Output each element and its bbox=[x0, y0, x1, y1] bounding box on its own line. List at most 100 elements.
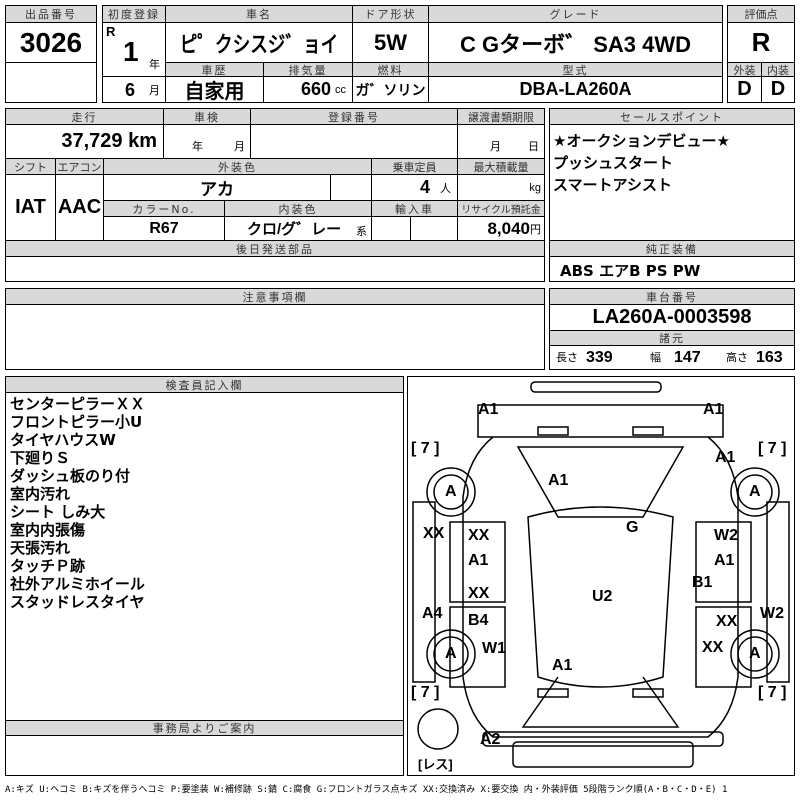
inspector-item: 室内内張傷 bbox=[10, 521, 86, 539]
inspector-item: シート しみ大 bbox=[10, 503, 106, 521]
int-color-cell: クロ/グ゛レー系 bbox=[224, 216, 372, 241]
damage-mark: W2 bbox=[760, 605, 784, 622]
inspector-item: フロントピラー小U bbox=[10, 413, 143, 431]
chassis-value: LA260A-0003598 bbox=[549, 304, 795, 331]
ext-score: D bbox=[727, 76, 762, 103]
score-value: R bbox=[727, 22, 795, 63]
max-load-cell: kg bbox=[457, 174, 545, 201]
sales-item: プッシュスタート bbox=[553, 154, 674, 172]
car-diagram: A1 A1 A1 A A A1 G XX XX W2 A1 A1 B1 XX U… bbox=[407, 376, 795, 776]
damage-mark: A1 bbox=[715, 449, 736, 466]
fuel-value: ガ゛ソリン bbox=[352, 76, 429, 103]
door-label: ドア形状 bbox=[352, 5, 429, 23]
transfer-month-unit: 月 bbox=[490, 141, 501, 153]
ac-label: エアコン bbox=[55, 158, 104, 175]
grade-value: C Gターボ゛ SA3 4WD bbox=[428, 22, 723, 63]
ac-value: AAC bbox=[55, 174, 104, 241]
import-cell-2 bbox=[410, 216, 458, 241]
history-value: 自家用 bbox=[165, 76, 264, 103]
damage-mark: A bbox=[749, 645, 761, 662]
lot-label: 出品番号 bbox=[5, 5, 97, 23]
office-label: 事務局よりご案内 bbox=[5, 720, 404, 736]
transfer-label: 譲渡書類期限 bbox=[457, 108, 545, 125]
int-color-label: 内装色 bbox=[224, 200, 372, 217]
insp-month-unit: 月 bbox=[234, 141, 245, 153]
office-body bbox=[5, 735, 404, 776]
era: R bbox=[106, 24, 116, 39]
later-parts-label: 後日発送部品 bbox=[5, 240, 545, 257]
yen-unit: 円 bbox=[530, 223, 541, 236]
height-value: 163 bbox=[756, 349, 783, 366]
first-reg-month-cell: 6 月 bbox=[102, 76, 166, 103]
reg-year: 1 bbox=[123, 36, 139, 67]
damage-mark: A1 bbox=[552, 657, 573, 674]
damage-mark: B1 bbox=[692, 574, 713, 591]
year-unit: 年 bbox=[149, 59, 160, 71]
recycle-value: 8,040 bbox=[487, 218, 530, 238]
damage-mark: A bbox=[445, 483, 457, 500]
mileage-label: 走行 bbox=[5, 108, 164, 125]
insp-year-unit: 年 bbox=[192, 141, 203, 153]
damage-mark: XX bbox=[468, 585, 490, 602]
recycle-label: リサイクル預託金 bbox=[457, 200, 545, 217]
car-name-label: 車名 bbox=[165, 5, 353, 23]
transfer-cell: 月日 bbox=[457, 124, 545, 159]
damage-mark: A2 bbox=[480, 731, 501, 748]
door-value: 5W bbox=[352, 22, 429, 63]
max-load-label: 最大積載量 bbox=[457, 158, 545, 175]
width-label: 幅 bbox=[650, 352, 661, 364]
car-name: ピ゜クシスジ゛ョイ bbox=[179, 31, 339, 57]
sales-item: ★オークションデビュー★ bbox=[553, 132, 730, 150]
color-no-value: R67 bbox=[103, 216, 225, 241]
month-unit: 月 bbox=[149, 85, 160, 97]
model-value: DBA-LA260A bbox=[428, 76, 723, 103]
int-color-value: クロ/グ゛レー bbox=[247, 221, 342, 238]
damage-mark: XX bbox=[702, 639, 724, 656]
notes-label: 注意事項欄 bbox=[5, 288, 545, 305]
ext-color-extra bbox=[330, 174, 372, 201]
inspector-label: 検査員記入欄 bbox=[5, 376, 404, 393]
inspector-item: 室内汚れ bbox=[10, 485, 71, 503]
first-reg-label: 初度登録 bbox=[102, 5, 166, 23]
legend: A:キズ U:ヘコミ B:キズを伴うヘコミ P:要塗装 W:補修跡 S:錆 C:… bbox=[5, 785, 728, 795]
length-label: 長さ bbox=[556, 352, 578, 364]
ext-color-label: 外装色 bbox=[103, 158, 372, 175]
score-label: 評価点 bbox=[727, 5, 795, 23]
damage-mark: A1 bbox=[714, 552, 735, 569]
shift-value: IAT bbox=[5, 174, 56, 241]
specs-cell: 長さ 339 幅 147 高さ 163 bbox=[549, 345, 795, 370]
chassis-label: 車台番号 bbox=[549, 288, 795, 305]
inspector-notes: センターピラーＸＸ フロントピラー小U タイヤハウスW 下廻りＳ ダッシュ板のり… bbox=[5, 392, 404, 721]
displacement-value: 660 bbox=[300, 79, 331, 99]
first-reg-year-cell: R 1 年 bbox=[102, 22, 166, 77]
damage-mark: W2 bbox=[714, 527, 738, 544]
cc-unit: cc bbox=[335, 83, 346, 96]
inspector-item: 下廻りＳ bbox=[10, 449, 71, 467]
lot-number: 3026 bbox=[5, 22, 97, 63]
lot-blank bbox=[5, 62, 97, 103]
damage-mark: U2 bbox=[592, 588, 613, 605]
damage-mark: B4 bbox=[468, 612, 489, 629]
car-name-cell: ピ゜クシスジ゛ョイ bbox=[165, 22, 353, 63]
import-cell-1 bbox=[371, 216, 411, 241]
inspection-label: 車検 bbox=[163, 108, 251, 125]
damage-mark: A1 bbox=[703, 401, 724, 418]
color-no-label: カラーNo. bbox=[103, 200, 225, 217]
shift-label: シフト bbox=[5, 158, 56, 175]
inspector-item: スタッドレスタイヤ bbox=[10, 593, 145, 611]
inspector-item: ダッシュ板のり付 bbox=[10, 467, 131, 485]
inspector-item: タイヤハウスW bbox=[10, 431, 116, 449]
damage-mark: XX bbox=[468, 527, 490, 544]
equipment-value: ABS エアB PS PW bbox=[549, 256, 795, 282]
damage-mark: A bbox=[445, 645, 457, 662]
damage-mark: A1 bbox=[548, 472, 569, 489]
inspector-item: 社外アルミホイール bbox=[10, 575, 145, 593]
ext-score-label: 外装 bbox=[727, 62, 762, 77]
damage-mark: XX bbox=[716, 613, 738, 630]
history-label: 車歴 bbox=[165, 62, 264, 77]
tire-mark: [ 7 ] bbox=[758, 440, 787, 457]
displacement-cell: 660 cc bbox=[263, 76, 353, 103]
tire-mark: [ 7 ] bbox=[411, 440, 440, 457]
